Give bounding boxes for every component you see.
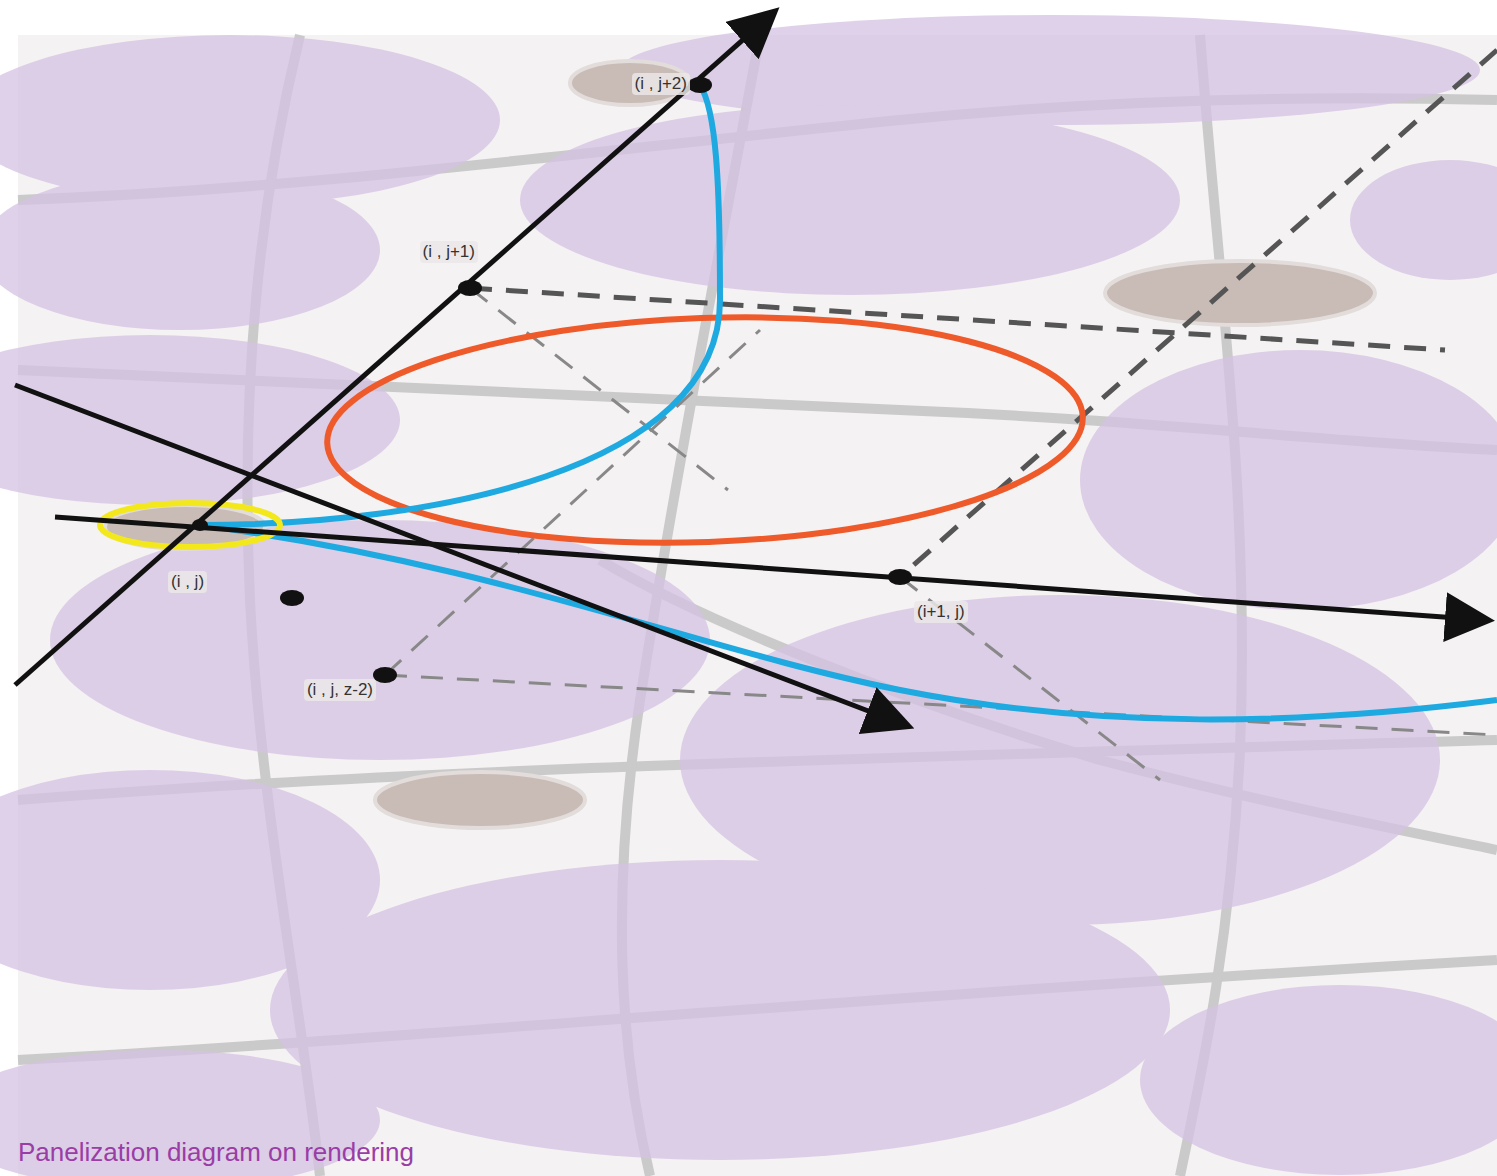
orange-panel-outline <box>323 305 1086 555</box>
blue-curve <box>200 85 720 525</box>
points <box>192 77 912 683</box>
point-label: (i , j+2) <box>632 73 690 95</box>
point-label: (i , j) <box>168 571 207 593</box>
point-label: (i , j, z-2) <box>304 679 376 701</box>
blue-curve <box>200 525 1497 719</box>
caption: Panelization diagram on rendering <box>18 1137 414 1168</box>
nodes-discs <box>105 61 1375 828</box>
point-label: (i+1, j) <box>914 601 968 623</box>
point-label: (i , j+1) <box>420 241 478 263</box>
panels <box>0 15 1497 1176</box>
axes <box>15 14 1485 725</box>
dashed-guides <box>385 50 1497 780</box>
